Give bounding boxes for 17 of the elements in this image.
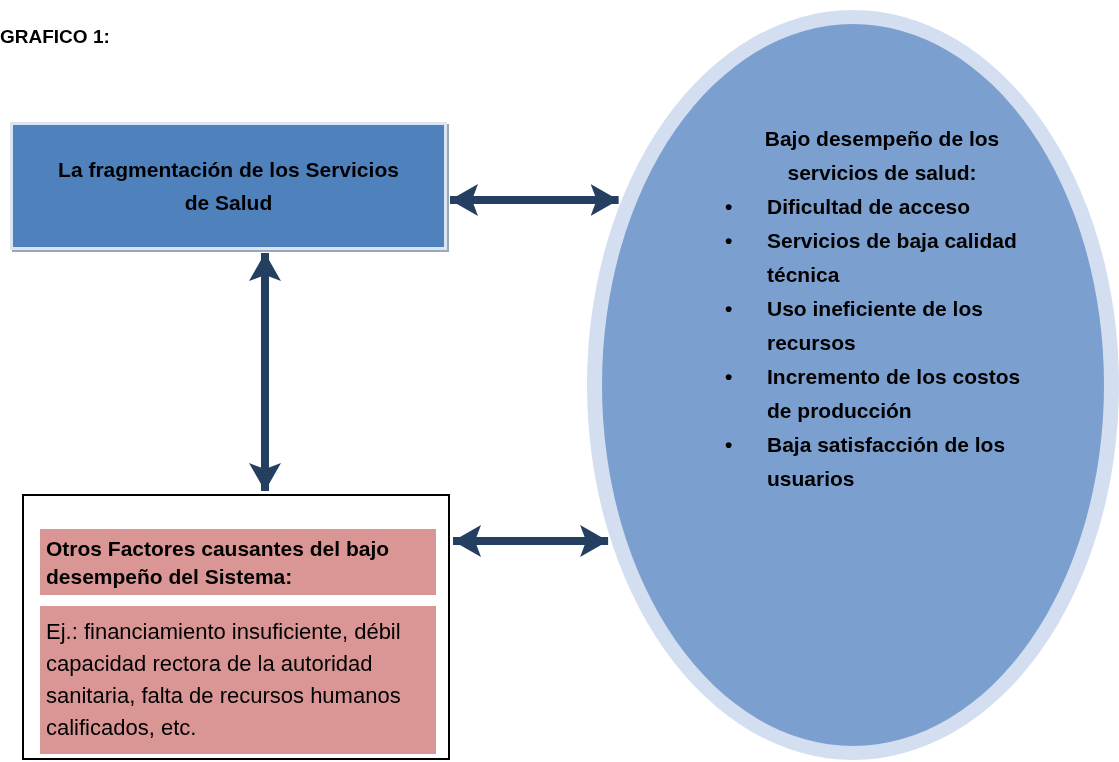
ellipse-node bbox=[587, 10, 1119, 760]
bullet: • bbox=[725, 364, 734, 390]
container-box bbox=[22, 494, 450, 760]
bullet: • bbox=[725, 194, 734, 220]
bullet-item: Baja satisfacción de los usuarios bbox=[767, 432, 1007, 492]
process-box: La fragmentación de los Servicios de Salud bbox=[10, 122, 447, 250]
bullet-item: Incremento de los costos de producción bbox=[767, 364, 1022, 424]
title: GRAFICO 1: bbox=[0, 25, 110, 49]
text-box: Ej.: financiamiento insuficiente, débil capacidad rectora de la autoridad sanitaria, falta de recursos humanos calificados, etc. bbox=[40, 606, 436, 754]
bullet-item: Uso ineficiente de los recursos bbox=[767, 296, 984, 356]
bullet-item: Servicios de baja calidad técnica bbox=[767, 228, 1018, 288]
bullet-item: Dificultad de acceso bbox=[767, 194, 972, 220]
heading-box: Otros Factores causantes del bajo desempeño del Sistema: bbox=[40, 529, 436, 595]
bullet: • bbox=[725, 432, 734, 458]
ellipse-heading: Bajo desempeño de los servicios de salud: bbox=[763, 126, 1001, 186]
bullet: • bbox=[725, 296, 734, 322]
bullet: • bbox=[725, 228, 734, 254]
